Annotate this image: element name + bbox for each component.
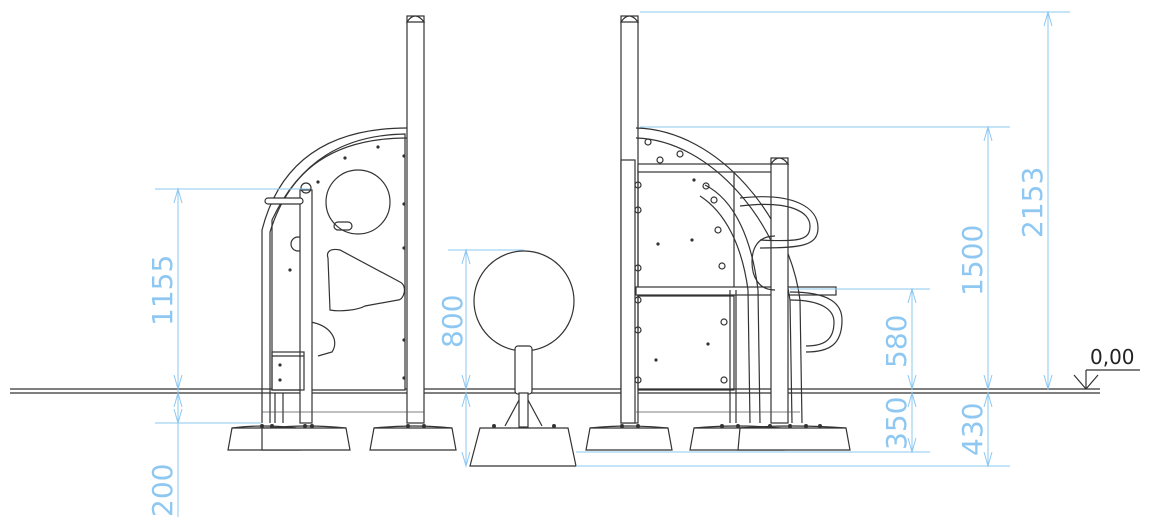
dimension-arrow (461, 248, 471, 265)
dimension-arrow (983, 125, 993, 142)
level-marker (1073, 369, 1140, 390)
dimension-arrow (983, 451, 993, 468)
dim-left-depth: 200 (146, 464, 179, 517)
dim-right-depth: 430 (956, 403, 989, 456)
dim-ball-height: 800 (436, 295, 469, 348)
dimension-arrow (461, 451, 471, 468)
dimension-arrow (173, 408, 183, 425)
dimension-arrow (907, 437, 917, 454)
ground-line (10, 388, 1100, 394)
dim-ball-depth: 350 (880, 397, 913, 450)
right-climbing-frame (585, 15, 851, 451)
dimension-arrow (907, 287, 917, 304)
dimension-arrow (173, 391, 183, 408)
dimension-lines (155, 11, 1070, 517)
dim-right-total: 2153 (1016, 167, 1049, 238)
dimension-arrow (907, 374, 917, 391)
dimension-arrow (907, 391, 917, 408)
dim-right-upper: 1500 (956, 225, 989, 296)
dimension-arrow (983, 374, 993, 391)
dimension-arrow (1043, 10, 1053, 27)
dimension-arrow (173, 187, 183, 204)
dim-right-mid: 580 (880, 315, 913, 368)
dimension-arrow (461, 391, 471, 408)
dimension-arrow (983, 391, 993, 408)
dimension-arrow (461, 374, 471, 391)
dimension-arrow (173, 374, 183, 391)
dimension-arrows (173, 10, 1053, 468)
ball-element (469, 250, 577, 467)
left-climbing-frame (227, 15, 457, 451)
dimension-arrow (1043, 374, 1053, 391)
ground-level-label: 0,00 (1090, 345, 1135, 369)
dim-left-height: 1155 (146, 255, 179, 326)
